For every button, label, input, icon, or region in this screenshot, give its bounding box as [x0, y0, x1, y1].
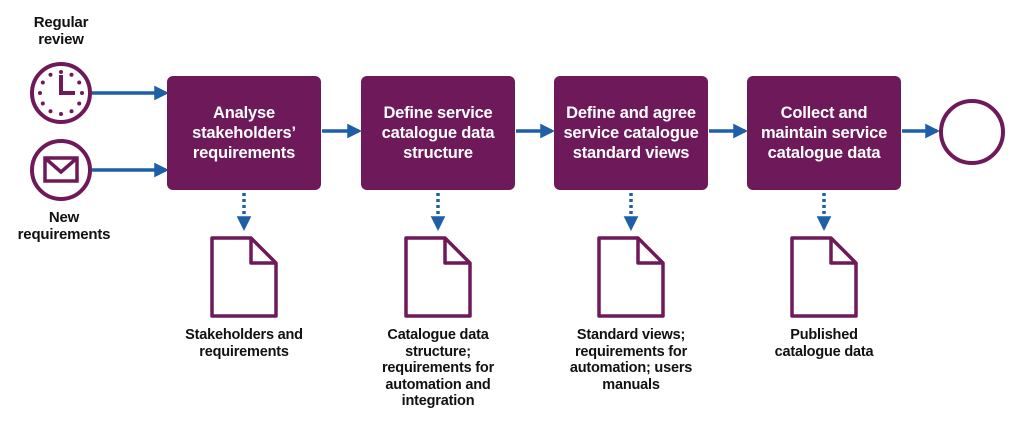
step-define-standard-views: Define and agree service catalogue stand… — [554, 76, 708, 190]
step-analyse-requirements: Analyse stakeholders’ requirements — [167, 76, 321, 190]
step-box-3 — [554, 76, 708, 190]
step-box-4 — [747, 76, 901, 190]
envelope-icon — [30, 139, 92, 201]
step-collect-maintain-data: Collect and maintain service catalogue d… — [747, 76, 901, 190]
output-label-4: Published catalogue data — [774, 327, 874, 360]
output-label-1: Stakeholders and requirements — [185, 327, 303, 360]
output-label-3: Standard views; requirements for automat… — [569, 327, 693, 393]
end-circle-icon — [939, 99, 1005, 165]
step-define-data-structure: Define service catalogue data structure — [361, 76, 515, 190]
trigger-label-requirements: New requirements — [17, 209, 111, 243]
document-icon — [210, 236, 278, 318]
step-box-2 — [361, 76, 515, 190]
output-label-2: Catalogue data structure; requirements f… — [381, 327, 495, 409]
clock-icon — [30, 62, 92, 124]
document-icon — [790, 236, 858, 318]
trigger-label-review: Regular review — [33, 14, 89, 48]
step-label: Collect and maintain service catalogue d… — [760, 104, 888, 162]
step-box-1 — [167, 76, 321, 190]
document-icon — [597, 236, 665, 318]
step-label: Define service catalogue data structure — [381, 104, 495, 162]
step-label: Define and agree service catalogue stand… — [563, 104, 699, 162]
step-label: Analyse stakeholders’ requirements — [192, 104, 296, 162]
document-icon — [404, 236, 472, 318]
